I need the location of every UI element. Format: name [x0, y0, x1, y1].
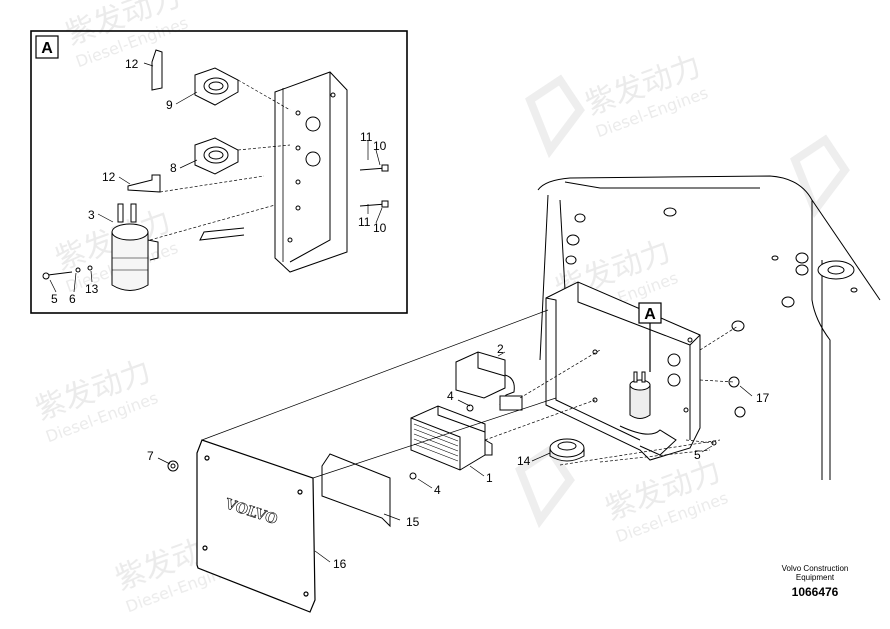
- callout-12-top: 12: [125, 57, 139, 71]
- callout-17: 17: [756, 391, 770, 405]
- detail-view-a: A: [30, 30, 408, 314]
- machine-housing: [537, 175, 881, 480]
- clip-12-lower: [127, 174, 161, 193]
- callout-10-lower: 10: [373, 221, 387, 235]
- callout-5-detail: 5: [51, 292, 58, 306]
- watermark-logo-1: [515, 74, 850, 529]
- callout-7: 7: [147, 449, 154, 463]
- callout-1: 1: [486, 471, 493, 485]
- detail-label: A: [41, 40, 53, 57]
- solenoid-3: [111, 203, 159, 291]
- mounting-bracket: [545, 281, 701, 461]
- callout-3: 3: [88, 208, 95, 222]
- credit-line1: Volvo Construction: [781, 564, 849, 573]
- cover-plate-16: [196, 439, 316, 613]
- callout-4-lower: 4: [434, 483, 441, 497]
- watermark-6: 紫发动力 Diesel-Engines: [601, 454, 731, 547]
- watermark-2: 紫发动力 Diesel-Engines: [581, 49, 711, 142]
- watermark-layer: 紫发动力 Diesel-Engines 紫发动力 Diesel-Engines …: [31, 0, 850, 616]
- component-2: [455, 351, 523, 411]
- main-leaders: [157, 309, 753, 563]
- label-sheet-15: [321, 453, 391, 528]
- callout-9: 9: [166, 98, 173, 112]
- housing-holes: [565, 207, 858, 308]
- callout-8: 8: [170, 161, 177, 175]
- callout-14: 14: [517, 454, 531, 468]
- flange-9: [194, 67, 239, 106]
- screws: [167, 320, 746, 480]
- washer-14: [549, 438, 585, 462]
- watermark-5: 紫发动力 Diesel-Engines: [31, 354, 161, 447]
- callout-11-upper: 11: [360, 130, 373, 144]
- credit-line2: Equipment: [795, 573, 835, 582]
- control-unit-1: [410, 405, 493, 471]
- clip-12-top: [151, 49, 163, 91]
- view-marker-label: A: [644, 306, 656, 323]
- view-marker-a: A: [638, 302, 662, 372]
- callout-12-lower: 12: [102, 170, 116, 184]
- flange-8: [194, 137, 239, 175]
- detail-leaders: [49, 62, 383, 293]
- callout-11-lower: 11: [358, 215, 371, 229]
- detail-bolts: [42, 164, 389, 280]
- callout-5-main: 5: [694, 448, 701, 462]
- callout-6: 6: [69, 292, 76, 306]
- drawing-number: 1066476: [791, 585, 839, 599]
- detail-bracket-plate: [199, 71, 348, 273]
- callout-13: 13: [85, 282, 99, 296]
- callout-15: 15: [406, 515, 420, 529]
- main-solenoid: [629, 371, 651, 419]
- callout-4-upper: 4: [447, 389, 454, 403]
- publisher-credit: Volvo Construction Equipment 1066476: [770, 564, 860, 599]
- detail-frame: [30, 30, 408, 314]
- callout-16: 16: [333, 557, 347, 571]
- callout-10-upper: 10: [373, 139, 387, 153]
- detail-label-box: [35, 35, 59, 59]
- callout-2: 2: [497, 342, 504, 356]
